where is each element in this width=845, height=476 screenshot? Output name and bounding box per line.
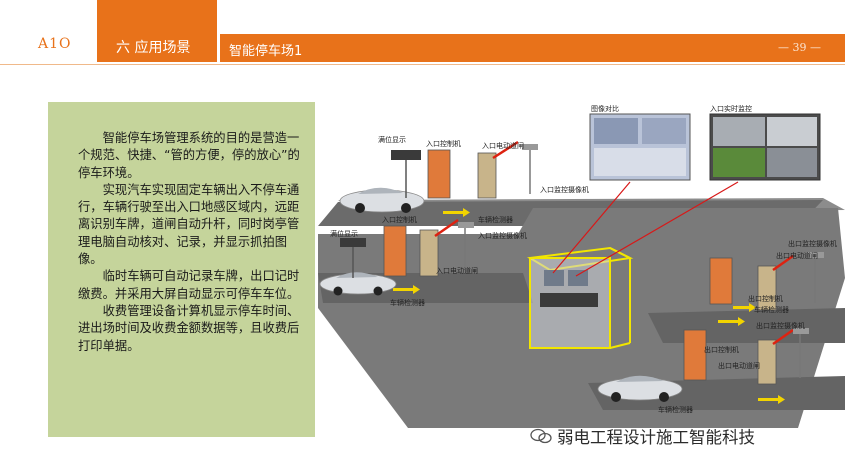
lane-arrows [393, 208, 785, 404]
page-title: 智能停车场1 [229, 44, 303, 59]
parking-diagram: 图像对比 入口实时监控 [318, 104, 845, 428]
link-line-live [575, 181, 739, 277]
entry-live-monitor [709, 113, 821, 181]
entry-gate-1 [477, 152, 497, 199]
label-exit-gate-2: 出口电动道闸 [718, 361, 760, 370]
title-bar [220, 34, 845, 62]
watermark-line-2: 头条 @弱电智能化设计施工 [567, 446, 771, 465]
image-compare-monitor [589, 113, 691, 181]
label-space-display-2: 满位显示 [330, 229, 358, 238]
wechat-icon [530, 428, 552, 444]
page-number: — 39 — [778, 41, 821, 54]
car-entry-1 [339, 187, 425, 213]
exit-gate-2 [757, 339, 777, 385]
exit-control-unit-1 [709, 257, 733, 305]
label-entry-camera-2: 入口监控摄像机 [478, 231, 527, 240]
label-image-compare: 图像对比 [591, 104, 619, 113]
label-exit-control-1: 出口控制机 [748, 294, 783, 303]
description-text: 智能停车场管理系统的目的是营造一个规范、快捷、“管的方便，停的放心”的停车环境。… [78, 130, 300, 355]
label-vehicle-detector-3: 车辆检测器 [754, 305, 789, 314]
toll-booth [527, 246, 634, 349]
label-exit-gate-1: 出口电动道闸 [776, 251, 818, 260]
exit-control-unit-2 [683, 329, 707, 381]
paragraph-fixed-vehicle: 实现汽车实现固定车辆出入不停车通行，车辆行驶至出入口地感区域内，远距离识别车牌，… [78, 182, 300, 267]
car-entry-2 [319, 272, 397, 296]
label-entry-live: 入口实时监控 [710, 104, 752, 113]
entry-control-unit-2 [383, 225, 407, 277]
entry-control-unit-1 [427, 149, 451, 199]
label-entry-control-2: 入口控制机 [382, 215, 417, 224]
space-display-2 [340, 238, 366, 247]
entry-gate-2 [419, 229, 439, 277]
text-panel [48, 102, 315, 437]
paragraph-purpose: 智能停车场管理系统的目的是营造一个规范、快捷、“管的方便，停的放心”的停车环境。 [78, 131, 300, 180]
label-space-display-1: 满位显示 [378, 135, 406, 144]
header-divider [0, 64, 845, 65]
label-vehicle-detector-1: 车辆检测器 [478, 215, 513, 224]
label-exit-control-2: 出口控制机 [704, 345, 739, 354]
space-display-1 [391, 150, 421, 160]
header-left-block [0, 0, 97, 62]
link-line-compare [552, 181, 631, 274]
exit-lane-1 [648, 308, 845, 343]
label-entry-gate-1: 入口电动道闸 [482, 141, 524, 150]
section-tab [97, 0, 217, 62]
label-vehicle-detector-2: 车辆检测器 [390, 298, 425, 307]
label-entry-control-1: 入口控制机 [426, 139, 461, 148]
label-exit-camera-2: 出口监控摄像机 [756, 321, 805, 330]
watermark-line-1: 弱电工程设计施工智能科技 [557, 428, 755, 447]
paragraph-temp-vehicle: 临时车辆可自动记录车牌，出口记时缴费。并采用大屏自动显示可停车车位。 [78, 269, 300, 301]
paragraph-billing: 收费管理设备计算机显示停车时间、进出场时间及收费金额数据等，且收费后打印单据。 [78, 303, 300, 353]
exit-gate-1 [757, 265, 777, 311]
label-entry-camera-1: 入口监控摄像机 [540, 185, 589, 194]
section-title: 六 应用场景 [116, 40, 191, 56]
header-code: A1O [38, 36, 72, 52]
label-vehicle-detector-4: 车辆检测器 [658, 405, 693, 414]
label-entry-gate-2: 入口电动道闸 [436, 266, 478, 275]
car-exit [597, 375, 683, 402]
label-exit-camera-1: 出口监控摄像机 [788, 239, 837, 248]
